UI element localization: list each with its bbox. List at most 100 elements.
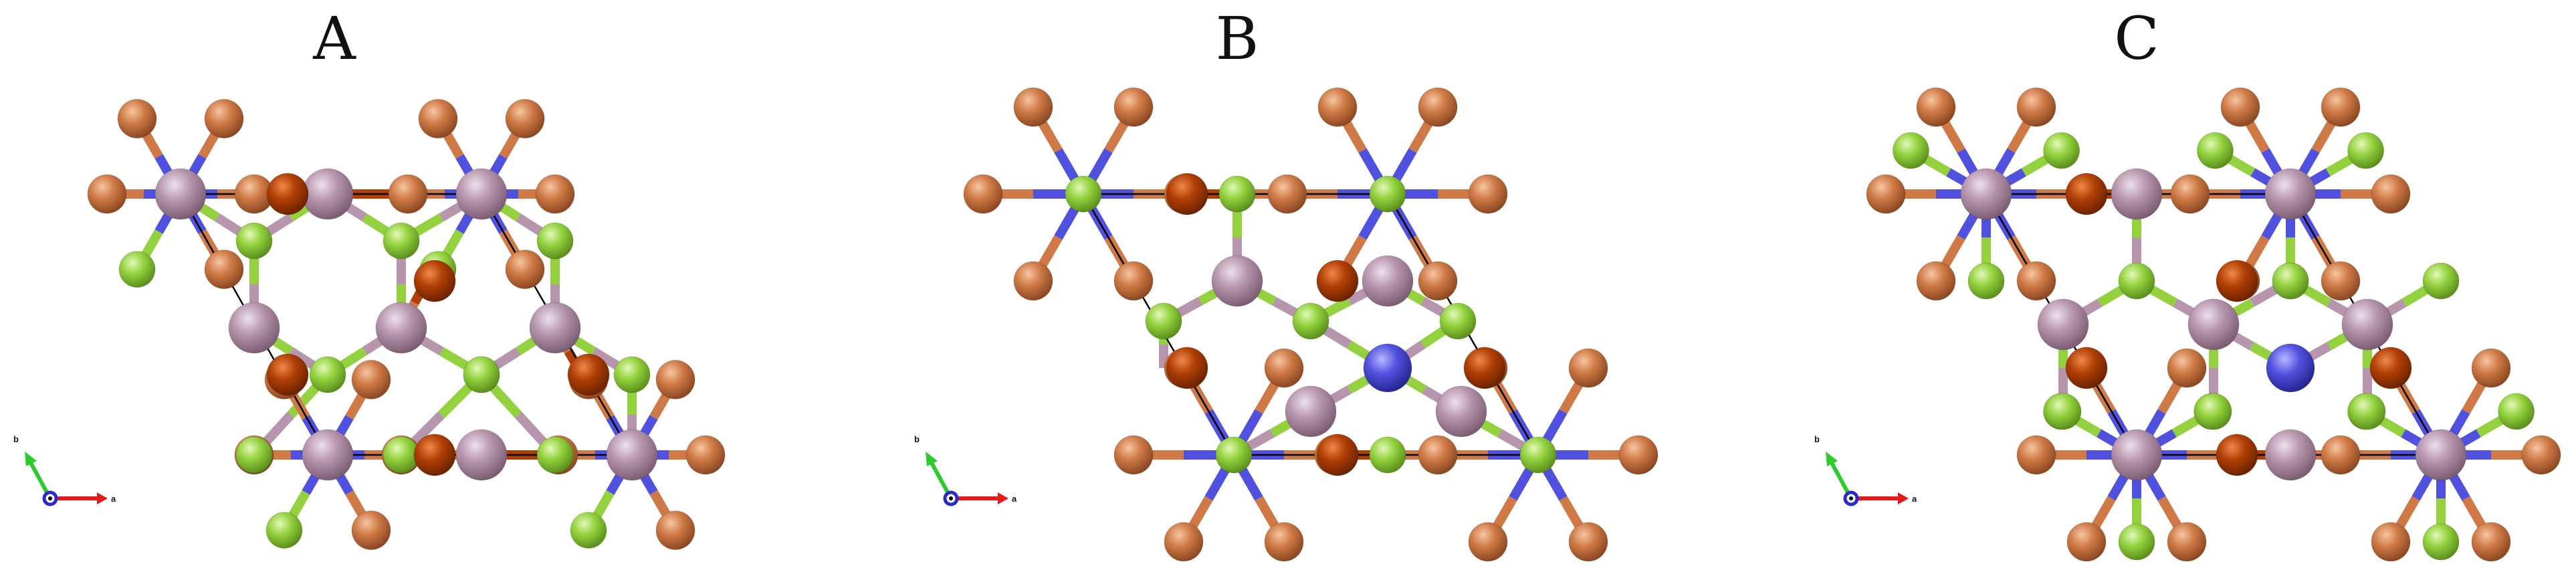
green-atom <box>1892 132 1929 169</box>
mauve-atom <box>2415 429 2467 481</box>
mauve-atom <box>1285 385 1337 438</box>
green-atom <box>2195 393 2232 430</box>
green-atom <box>1218 175 1256 213</box>
mauve-atom <box>2264 429 2317 481</box>
rust-atom <box>413 434 456 476</box>
axis-label-b: b <box>13 434 19 444</box>
orange-atom <box>685 435 726 475</box>
orange-atom <box>87 174 127 214</box>
green-atom <box>1065 175 1102 213</box>
orange-atom <box>1264 522 1304 562</box>
mauve-atom <box>2187 298 2240 351</box>
green-atom <box>2272 262 2309 300</box>
orange-atom <box>1317 87 1358 127</box>
mauve-atom <box>1362 255 1414 307</box>
blue-atom <box>1363 343 1412 393</box>
orange-atom <box>1113 261 1154 301</box>
orange-atom <box>1916 261 1956 301</box>
green-atom <box>2118 262 2155 300</box>
orange-atom <box>117 98 157 138</box>
green-atom <box>1369 175 1406 213</box>
mauve-atom <box>2111 429 2163 481</box>
mauve-atom <box>2111 168 2163 220</box>
orange-atom <box>505 250 545 290</box>
rust-atom <box>2216 434 2258 476</box>
orange-atom <box>2371 522 2411 562</box>
rust-atom <box>266 353 309 396</box>
green-atom <box>2044 393 2082 430</box>
green-atom <box>1145 302 1182 340</box>
rust-atom <box>2369 347 2412 389</box>
mauve-atom <box>1211 255 1263 307</box>
green-atom <box>463 356 500 393</box>
rust-atom <box>1166 173 1208 215</box>
axis-b-arrowhead <box>926 452 938 466</box>
orange-atom <box>655 359 695 399</box>
axis-b-arrowhead <box>25 452 37 466</box>
axis-a-arrowhead <box>97 492 108 504</box>
panel-a: A b a <box>13 4 726 551</box>
orange-atom <box>1013 87 1053 127</box>
orange-atom <box>1013 261 1053 301</box>
panel-c: C b a <box>1814 4 2561 562</box>
orange-atom <box>1468 522 1508 562</box>
orange-atom <box>2167 522 2207 562</box>
axis-c-dot <box>48 496 52 500</box>
axis-triad-icon: b a <box>13 434 116 506</box>
mauve-atom <box>302 429 354 481</box>
orange-atom <box>2471 348 2511 388</box>
orange-atom <box>1568 348 1608 388</box>
green-atom <box>235 436 273 474</box>
orange-atom <box>2016 261 2056 301</box>
orange-atom <box>1568 522 1608 562</box>
orange-atom <box>351 359 391 399</box>
orange-atom <box>2167 348 2207 388</box>
green-atom <box>265 512 303 549</box>
orange-atom <box>1164 522 1204 562</box>
mauve-atom <box>606 429 658 481</box>
panel-label: B <box>1216 4 1259 73</box>
green-atom <box>1369 436 1406 474</box>
orange-atom <box>1264 348 1304 388</box>
mauve-atom <box>2264 168 2317 220</box>
mauve-atom <box>1435 385 1487 438</box>
axis-label-a: a <box>111 494 116 504</box>
green-atom <box>2347 132 2385 169</box>
green-atom <box>1439 302 1477 340</box>
green-atom <box>1967 262 2005 300</box>
green-atom <box>2349 393 2386 430</box>
orange-atom <box>204 98 244 138</box>
orange-atom <box>2321 261 2361 301</box>
mauve-atom <box>2341 298 2393 351</box>
panel-label: A <box>312 4 356 73</box>
green-atom <box>235 222 273 260</box>
orange-atom <box>2016 87 2056 127</box>
green-atom <box>2422 523 2460 561</box>
orange-atom <box>204 250 244 290</box>
orange-atom <box>505 98 545 138</box>
rust-atom <box>2065 347 2108 389</box>
mauve-atom <box>375 302 427 354</box>
green-atom <box>2422 262 2460 300</box>
green-atom <box>2498 393 2535 430</box>
mauve-atom <box>455 429 508 481</box>
axis-a-arrowhead <box>998 492 1008 504</box>
orange-atom <box>1113 87 1154 127</box>
orange-atom <box>1418 87 1458 127</box>
green-atom <box>1292 302 1329 340</box>
orange-atom <box>1418 435 1458 475</box>
mauve-atom <box>2037 298 2089 351</box>
rust-atom <box>2216 260 2258 302</box>
orange-atom <box>2471 522 2511 562</box>
mauve-atom <box>228 302 280 354</box>
green-atom <box>1215 436 1253 474</box>
orange-atom <box>2321 87 2361 127</box>
axis-label-a: a <box>1912 494 1917 504</box>
axis-c-dot <box>1849 496 1853 500</box>
green-atom <box>2196 132 2234 169</box>
green-atom <box>570 512 607 549</box>
orange-atom <box>2016 435 2056 475</box>
orange-atom <box>1916 87 1956 127</box>
orange-atom <box>1113 435 1154 475</box>
